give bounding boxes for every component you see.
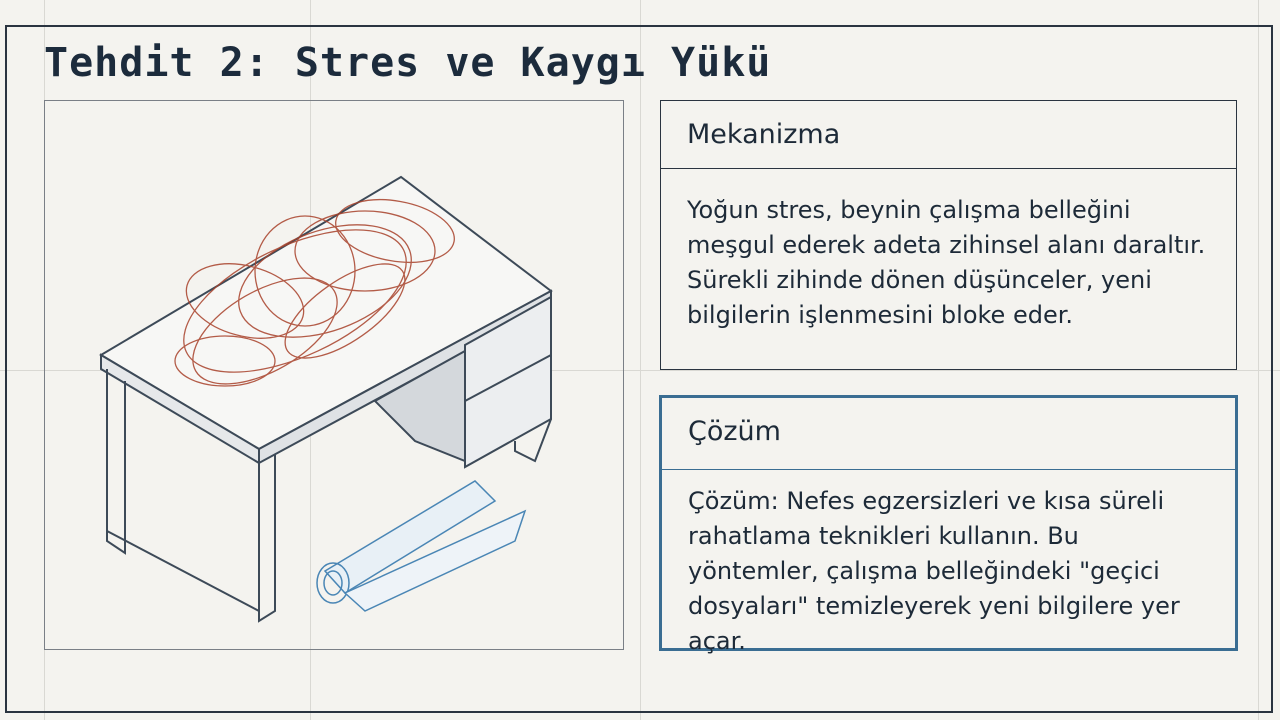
- rolled-blueprint-icon: [316, 480, 527, 612]
- grid-line: [1258, 0, 1259, 720]
- solution-panel: Çözüm Çözüm: Nefes egzersizleri ve kısa …: [659, 395, 1238, 655]
- solution-body: Çözüm: Nefes egzersizleri ve kısa süreli…: [688, 487, 1180, 655]
- tangled-thoughts-icon: [174, 199, 455, 387]
- illustration-panel: [44, 100, 624, 650]
- mechanism-heading: Mekanizma: [660, 100, 1237, 169]
- solution-heading: Çözüm: [662, 398, 1235, 470]
- mechanism-body: Yoğun stres, beynin çalışma belleğini me…: [660, 168, 1237, 370]
- slide-title: Tehdit 2: Stres ve Kaygı Yükü: [44, 40, 772, 86]
- grid-line: [640, 0, 641, 720]
- grid-line: [0, 370, 1280, 371]
- desk-illustration: [99, 175, 553, 623]
- slide-frame: [5, 25, 1273, 713]
